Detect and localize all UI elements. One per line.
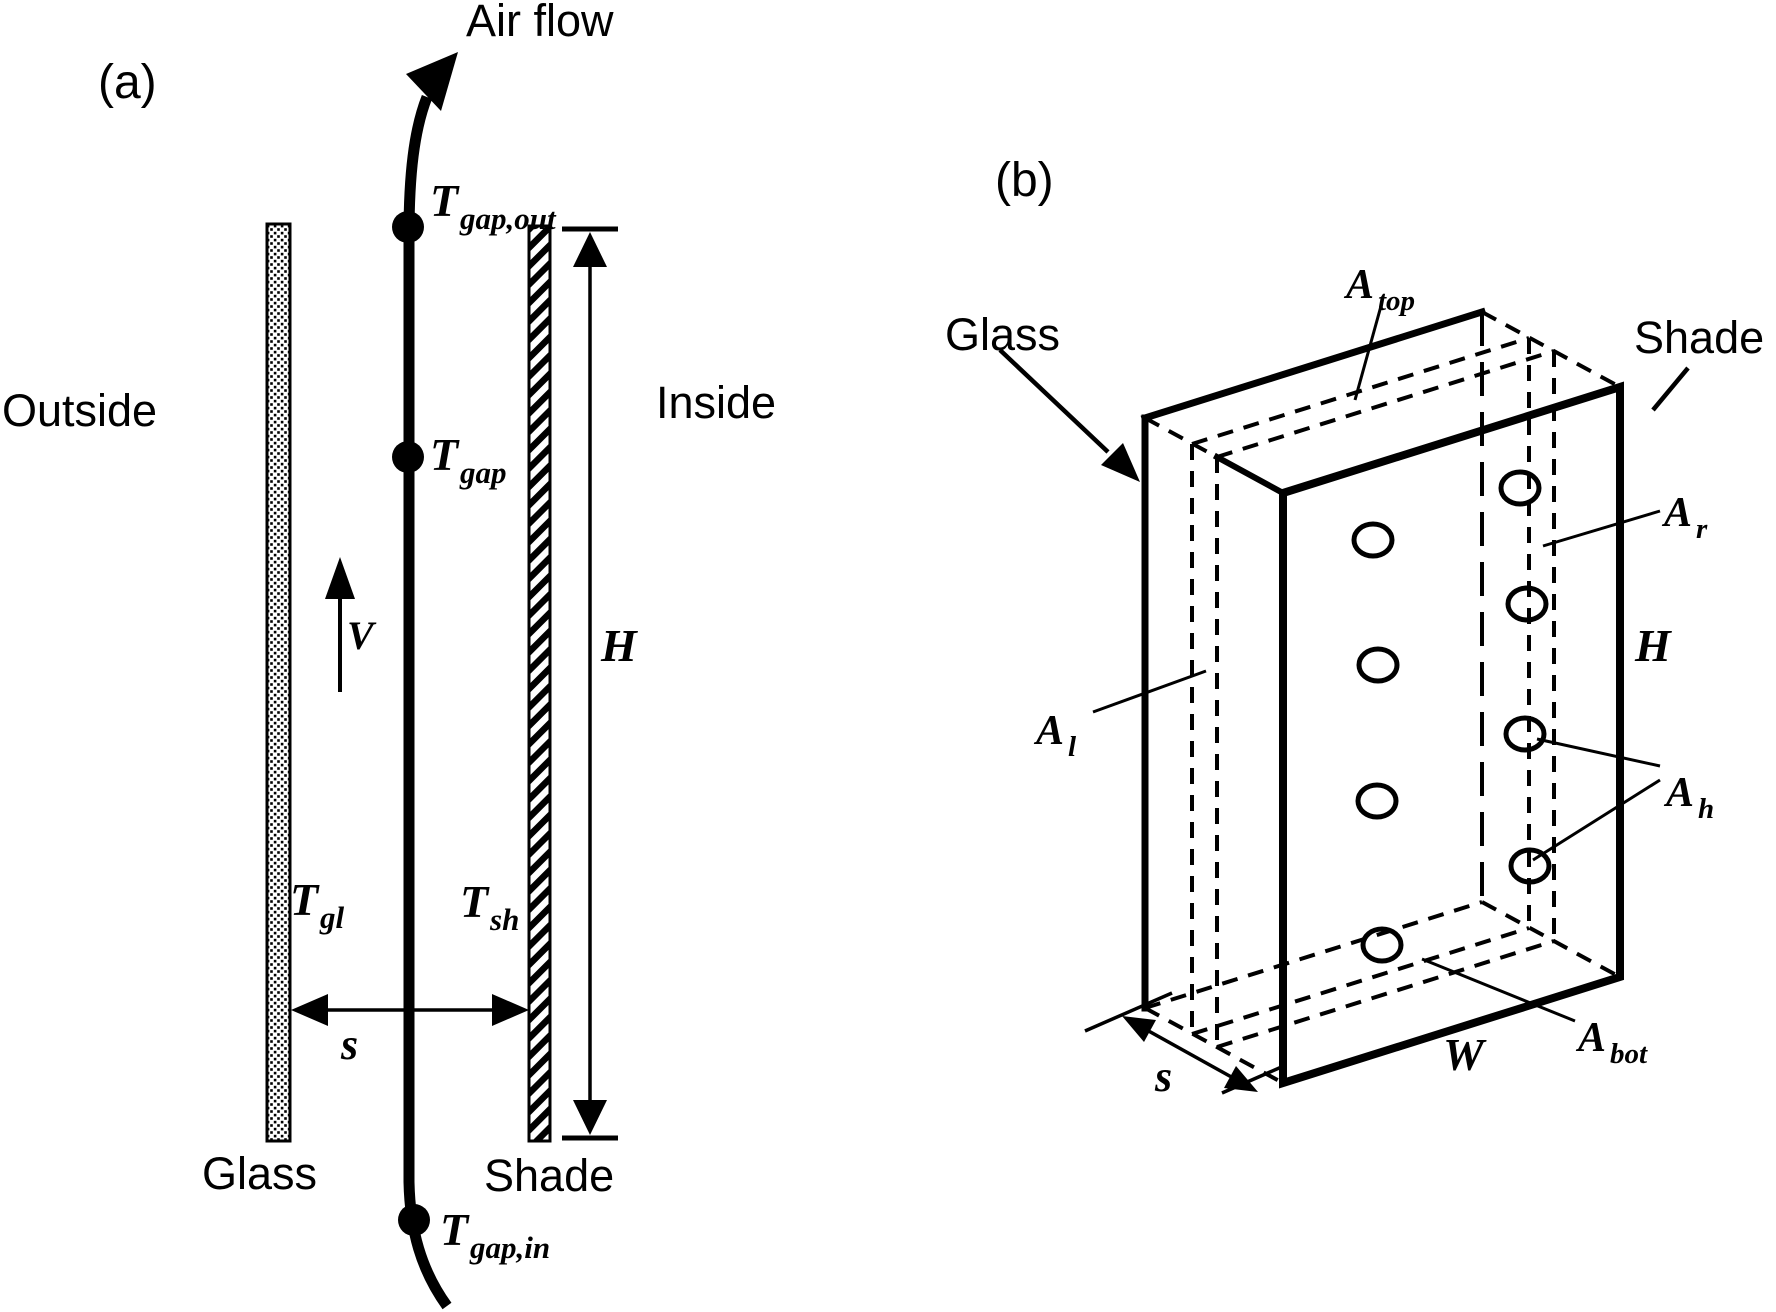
s-dim-label-b: s (1154, 1052, 1172, 1101)
a-bottom-label: A bot (1575, 1015, 1648, 1070)
t-gap-in-label: T gap,in (440, 1204, 550, 1265)
shade-callout-line (1651, 366, 1690, 412)
t-glass-sub: gl (319, 900, 345, 935)
a-left-leader (1092, 669, 1207, 714)
top-back-depth-edge (1481, 310, 1621, 389)
shade-hole (1503, 715, 1547, 753)
t-gap-dot (392, 441, 424, 473)
a-bottom-sub: bot (1610, 1038, 1648, 1070)
s-dim-right-arrowhead-icon (492, 994, 529, 1026)
a-right-base: A (1661, 490, 1692, 536)
hidden-edges (1144, 310, 1621, 1085)
h-dim-up-arrowhead-icon (573, 232, 607, 267)
t-gap-base: T (430, 429, 460, 480)
glass-3d-top-edge (1140, 307, 1487, 423)
t-gap-out-dot (392, 211, 424, 243)
a-right-label: A r (1661, 490, 1708, 545)
shade-hole (1355, 782, 1399, 820)
panel-a-tag: (a) (98, 56, 157, 109)
glass-plate (265, 222, 292, 1143)
glass-outer-bottom-edge (1144, 900, 1483, 1010)
shade-back-bottom-edge (1216, 939, 1555, 1049)
shade-hole (1356, 646, 1400, 684)
air-flow-label: Air flow (466, 0, 614, 46)
glass-label-a: Glass (202, 1148, 317, 1199)
a-holes-label: A h (1663, 770, 1714, 825)
shade-hole (1498, 469, 1542, 507)
panel-a: (a) Air flow Outside Inside Glass Shade … (2, 0, 776, 1310)
shade-hole (1360, 926, 1404, 964)
a-bottom-base: A (1575, 1015, 1606, 1061)
s-dim-lower-arrowhead-icon (1224, 1066, 1258, 1092)
shade-plate (527, 224, 552, 1143)
velocity-arrowhead-icon (325, 557, 355, 599)
a-top-sub: top (1378, 285, 1415, 317)
t-glass-base: T (290, 874, 320, 925)
a-holes-sub: h (1698, 793, 1714, 825)
glass-inner-top-edge (1191, 336, 1530, 446)
h-dim-down-arrowhead-icon (573, 1100, 607, 1135)
panel-b: (b) (945, 154, 1764, 1101)
s-dim-upper-arrowhead-icon (1122, 1016, 1156, 1042)
shade-hole (1508, 847, 1552, 885)
t-shade-label: T sh (460, 876, 519, 937)
bottom-back-depth-edge (1481, 900, 1621, 979)
glass-callout-line (998, 348, 1110, 454)
inside-label: Inside (656, 377, 776, 428)
a-left-sub: l (1068, 731, 1077, 763)
s-dim-left-arrowhead-icon (291, 994, 328, 1026)
a-top-base: A (1343, 262, 1374, 308)
t-gap-label: T gap (430, 429, 507, 490)
t-shade-sub: sh (489, 902, 519, 937)
shade-3d-front-face (1279, 381, 1624, 1089)
a-right-leader (1542, 509, 1661, 548)
a-holes-leader-lower (1532, 778, 1661, 862)
a-right-sub: r (1696, 513, 1708, 545)
shade-hole (1505, 585, 1549, 623)
s-dim-label-a: s (340, 1020, 358, 1069)
panel-b-tag: (b) (995, 154, 1054, 207)
h-dim-label-b: H (1634, 620, 1672, 671)
t-shade-base: T (460, 876, 490, 927)
air-flow-stream (403, 94, 452, 1310)
w-dim-label: W (1443, 1029, 1487, 1080)
shade-3d-top-depth-edge (1212, 452, 1288, 498)
shade-holes (1351, 469, 1552, 964)
a-bottom-leader (1421, 957, 1576, 1023)
outside-label: Outside (2, 385, 157, 436)
shade-hole (1351, 521, 1395, 559)
glass-inner-bottom-edge (1191, 926, 1530, 1036)
t-gap-sub: gap (459, 455, 507, 490)
s-dim-ext-line-glass (1084, 991, 1173, 1033)
glass-callout-arrowhead-icon (1101, 443, 1140, 482)
shade-label-a: Shade (484, 1150, 614, 1201)
a-top-leader (1353, 305, 1383, 401)
top-front-depth-edge (1144, 416, 1218, 459)
a-left-base: A (1033, 708, 1064, 754)
h-dim-label-a: H (600, 620, 638, 671)
t-gap-in-sub: gap,in (469, 1230, 550, 1265)
shade-back-top-edge (1216, 349, 1555, 459)
a-left-label: A l (1033, 708, 1077, 763)
t-gap-out-base: T (430, 175, 460, 226)
t-gap-out-label: T gap,out (430, 175, 557, 236)
a-holes-leader-upper (1536, 737, 1661, 768)
shade-label-b: Shade (1634, 312, 1764, 363)
a-top-label: A top (1343, 262, 1415, 317)
a-holes-base: A (1663, 770, 1694, 816)
t-gap-out-sub: gap,out (459, 201, 557, 236)
t-gap-in-dot (398, 1204, 430, 1236)
t-gap-in-base: T (440, 1204, 470, 1255)
t-glass-label: T gl (290, 874, 345, 935)
velocity-symbol: V (347, 613, 377, 658)
air-flow-arrowhead-icon (406, 52, 458, 111)
